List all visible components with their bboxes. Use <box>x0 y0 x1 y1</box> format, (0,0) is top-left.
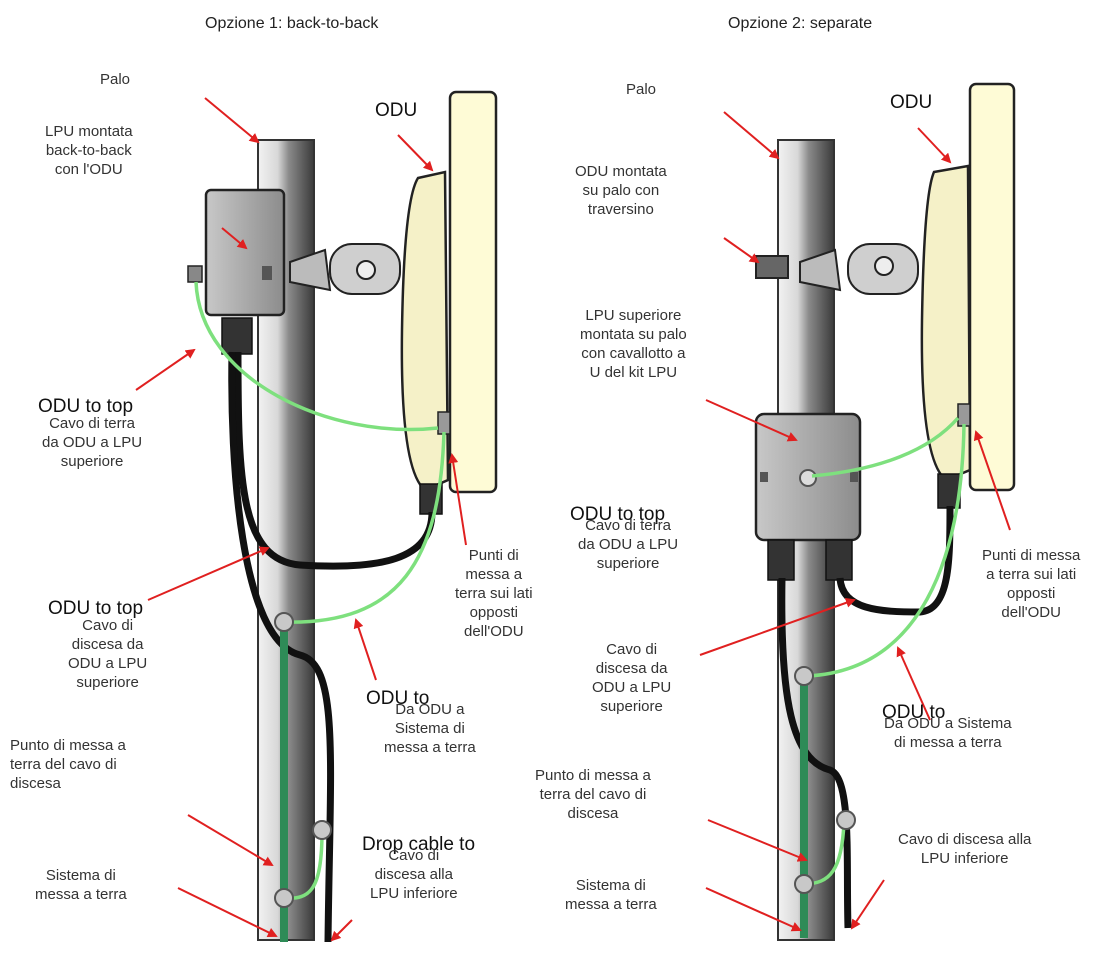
option1-bracket <box>289 243 401 295</box>
option1-label-drop-ground-point: Punto di messa a terra del cavo di disce… <box>10 737 126 792</box>
option2-label-odu-to-overlay: ODU to <box>882 702 946 723</box>
option1-ground-rod <box>280 622 288 942</box>
option2-title: Opzione 2: separate <box>728 15 873 32</box>
option2-ground-wire-earth <box>807 423 966 678</box>
option2-bracket <box>755 243 919 295</box>
option2-label-ground-cable: Cavo di terra da ODU a LPU superiore <box>578 517 679 572</box>
option2-label-to-ground: Da ODU a Sistema di messa a terra <box>884 715 1012 751</box>
option2-ground-point-top <box>794 666 814 686</box>
option1-label-ground-system: Sistema di messa a terra <box>35 867 127 903</box>
option2-drawing <box>699 82 1016 941</box>
option1-ground-wire-earth <box>283 431 446 624</box>
option2-label-lpu-mounted: LPU superiore montata su palo con cavall… <box>580 307 687 381</box>
option1-ground-point-top <box>274 612 294 632</box>
option1-title: Opzione 1: back-to-back <box>205 15 379 32</box>
option2-label-points: Punti di messa a terra sui lati opposti … <box>982 547 1081 621</box>
option2-label-odu-mounted: ODU montata su palo con traversino <box>575 163 667 218</box>
option2-lpu <box>754 412 862 581</box>
option1-label-drop-cable: Cavo di discesa da ODU a LPU superiore <box>68 617 148 691</box>
option2-ground-point-drop <box>836 810 856 830</box>
option2-odu <box>920 82 1016 509</box>
option1-label-odu-to-top-overlay2: ODU to top <box>48 598 144 619</box>
option1-label-ground-cable: Cavo di terra da ODU a LPU superiore <box>42 415 143 470</box>
option1-drop-cable-lower <box>228 351 335 943</box>
option1-label-odu: ODU <box>375 100 418 121</box>
option2-label-odu: ODU <box>890 92 933 113</box>
option2-label-drop-ground-point: Punto di messa a terra del cavo di disce… <box>535 767 651 822</box>
option2-drop-cable-lower <box>778 577 852 929</box>
option1-drawing <box>135 90 498 943</box>
option1-ground-point-drop <box>312 820 332 840</box>
option2-label-drop-cable: Cavo di discesa da ODU a LPU superiore <box>592 641 672 715</box>
option2-ground-point-bottom <box>794 874 814 894</box>
option1-label-points: Punti di messa a terra sui lati opposti … <box>455 547 533 640</box>
option2-ground-wire-lpu <box>811 416 960 478</box>
option1-label-drop-lower: Cavo di discesa alla LPU inferiore <box>370 847 458 902</box>
option1-drop-cable <box>234 351 436 570</box>
option1-lpu <box>187 188 286 355</box>
option1-label-odu-to-top-overlay: ODU to top <box>38 396 134 417</box>
option2-label-odu-to-top-overlay: ODU to top <box>570 504 666 525</box>
option1-label-palo: Palo <box>100 71 131 88</box>
option1-label-drop-cable-to-overlay: Drop cable to <box>362 834 476 855</box>
option1-label-to-ground: Da ODU a Sistema di messa a terra <box>384 701 476 756</box>
option2-label-drop-lower: Cavo di discesa alla LPU inferiore <box>898 831 1032 867</box>
option2-label-palo: Palo <box>626 81 657 98</box>
option2-label-ground-system: Sistema di messa a terra <box>565 877 657 913</box>
option1-ground-wire-lpu <box>194 281 439 432</box>
option1-arrows <box>135 97 467 942</box>
option1-odu <box>400 90 498 515</box>
option1-label-lpu-mounted: LPU montata back-to-back con l'ODU <box>45 123 133 178</box>
option2-ground-rod <box>800 676 808 938</box>
option1-label-odu-to-overlay: ODU to <box>366 688 430 709</box>
option2-arrows <box>699 111 1011 932</box>
option1-ground-point-bottom <box>274 888 294 908</box>
